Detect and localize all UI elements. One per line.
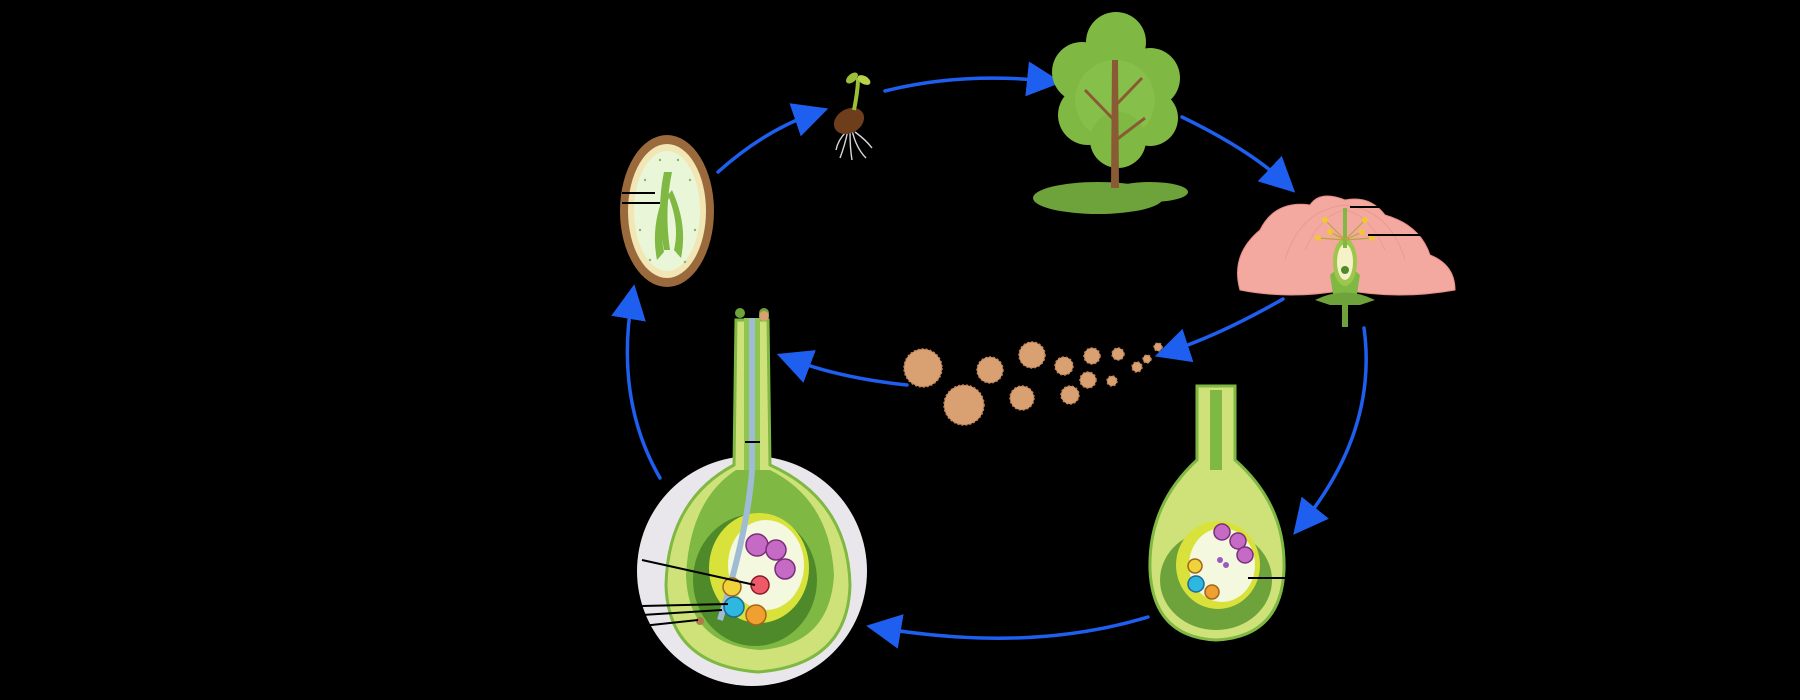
arrow-flower-to-pollen [1154,297,1285,363]
ovary-icon [1148,384,1286,642]
arrow-tree-to-flower [1180,115,1296,193]
arrow-pollen-to-pistil [776,350,909,387]
cycle-arrows [611,61,1368,649]
seedling-icon [833,72,873,161]
tree-icon [1033,12,1188,214]
arrow-flower-to-ovary [1293,326,1368,535]
arrow-ovary-to-fertilization [866,614,1150,649]
flower-icon [1237,195,1456,327]
fertilization-icon [637,308,867,686]
pollen-grains-icon [903,341,1163,426]
seed-section-icon [620,135,714,287]
arrow-fertilization-to-seed [611,284,662,480]
arrow-seedling-to-tree [883,61,1062,97]
arrow-seed-to-seedling [716,103,829,174]
